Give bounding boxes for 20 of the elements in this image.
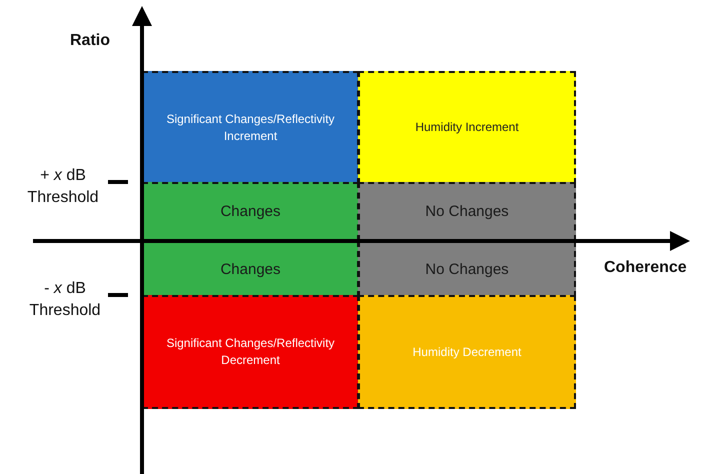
quadrant-region — [358, 295, 576, 409]
threshold-label: + x dB Threshold — [26, 166, 100, 208]
quadrant-region — [358, 71, 576, 184]
region-label: Humidity Decrement — [412, 344, 522, 360]
region-label: Significant Changes/Reflectivity Increment — [165, 110, 336, 144]
axis-title: Ratio — [70, 31, 111, 51]
threshold-label: - x dB Threshold — [28, 279, 102, 322]
quadrant-region — [142, 182, 359, 241]
region-label: Significant Changes/Reflectivity Decrement — [165, 335, 336, 369]
axis-title: Coherence — [604, 258, 688, 278]
quadrant-region — [358, 241, 576, 297]
region-label: No Changes — [424, 260, 510, 280]
quadrant-region — [142, 295, 359, 409]
region-label: No Changes — [424, 202, 510, 222]
region-label: Humidity Increment — [414, 119, 520, 136]
quadrant-region — [358, 182, 576, 241]
region-label: Changes — [219, 202, 282, 222]
region-label: Changes — [219, 260, 282, 280]
quadrant-region — [142, 241, 359, 297]
quadrant-region — [142, 71, 359, 184]
